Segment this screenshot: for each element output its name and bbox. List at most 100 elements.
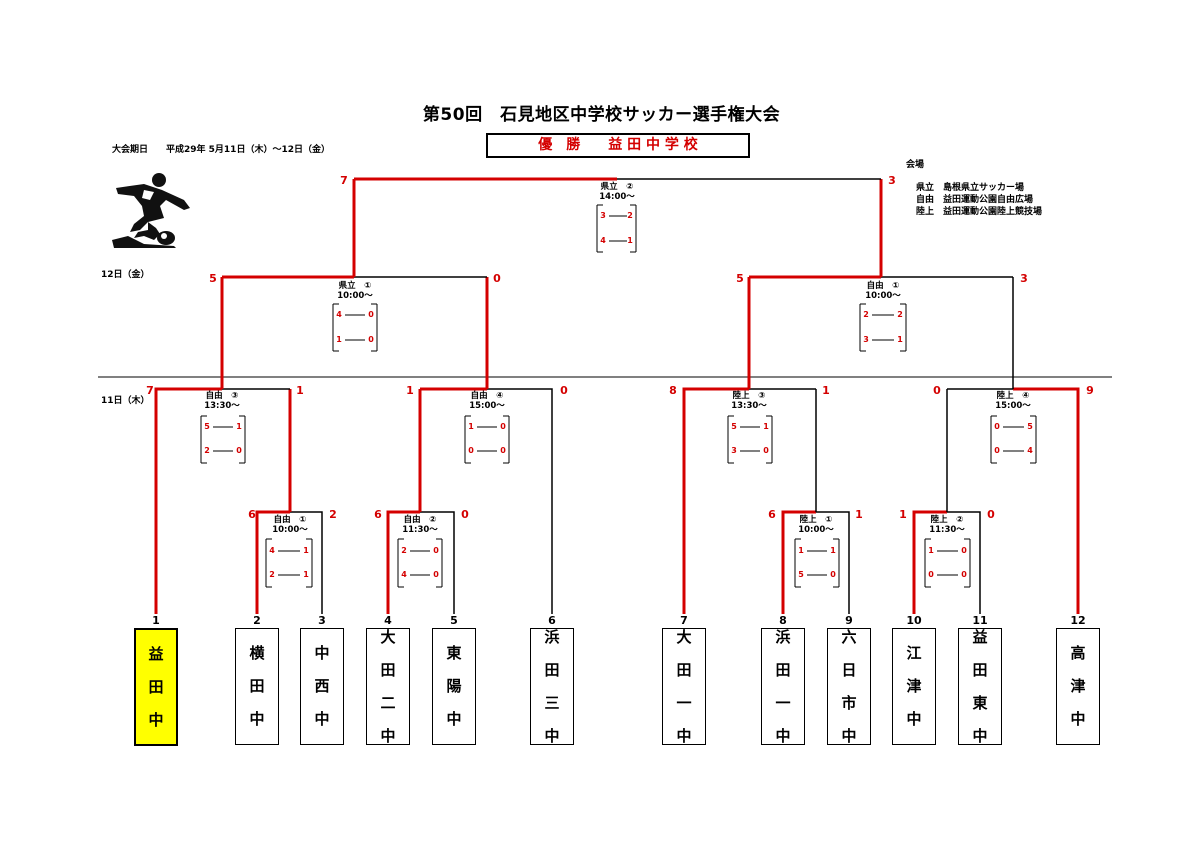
team-name-char: 中 bbox=[314, 644, 330, 662]
team-name-char: 田 bbox=[676, 660, 692, 679]
team-name-char: 三 bbox=[544, 693, 560, 712]
final-h2-right: 1 bbox=[627, 236, 633, 245]
venue-name: 益田運動公園自由広場 bbox=[943, 195, 1034, 205]
sfb-h2-right: 1 bbox=[897, 335, 903, 344]
r1a-h2-left: 2 bbox=[269, 570, 275, 579]
team-name-char: 中 bbox=[841, 726, 857, 745]
r1a-h2-right: 1 bbox=[303, 570, 309, 579]
team-seed: 6 bbox=[548, 614, 556, 627]
qfa-right-total: 1 bbox=[296, 384, 304, 397]
sfb-time: 10:00～ bbox=[865, 291, 901, 301]
team-name-char: 田 bbox=[544, 660, 560, 679]
r1d-h1-right: 0 bbox=[961, 546, 967, 555]
team-name-char: 中 bbox=[676, 726, 692, 745]
r1c-time: 10:00～ bbox=[798, 525, 834, 535]
qfc-venue: 陸上 ③ bbox=[732, 391, 766, 401]
venue-abbr: 陸上 bbox=[916, 207, 935, 217]
team-seed: 9 bbox=[845, 614, 853, 627]
sfa-h1-left: 4 bbox=[336, 310, 342, 319]
r1b-h1-right: 0 bbox=[433, 546, 439, 555]
qfd-h2-right: 4 bbox=[1027, 446, 1033, 455]
r1c-right-total: 1 bbox=[855, 508, 863, 521]
r1c-venue: 陸上 ① bbox=[799, 515, 833, 525]
qfa-h2-left: 2 bbox=[204, 446, 210, 455]
team-box: 浜田一中 bbox=[761, 628, 805, 745]
team-seed: 2 bbox=[253, 614, 261, 627]
team-name-char: 日 bbox=[841, 660, 857, 679]
final-h1-left: 3 bbox=[600, 211, 606, 220]
r1c-h1-right: 1 bbox=[830, 546, 836, 555]
sfa-h2-left: 1 bbox=[336, 335, 342, 344]
team-name-char: 津 bbox=[906, 677, 922, 695]
qfa-time: 13:30～ bbox=[204, 401, 240, 411]
r1d-venue: 陸上 ② bbox=[930, 515, 964, 525]
team-name-char: 益 bbox=[148, 644, 164, 663]
venue-name: 益田運動公園陸上競技場 bbox=[943, 207, 1043, 217]
r1b-score-frame bbox=[397, 538, 443, 588]
team-box: 中西中 bbox=[300, 628, 344, 745]
team-name-char: 横 bbox=[249, 644, 265, 662]
venue-item: 陸上 益田運動公園陸上競技場 bbox=[916, 206, 1042, 218]
team-name-char: 中 bbox=[380, 726, 396, 745]
team-name-char: 中 bbox=[446, 710, 462, 728]
team-seed: 12 bbox=[1070, 614, 1086, 627]
team-name-char: 江 bbox=[906, 644, 922, 662]
soccer-player-illustration bbox=[112, 173, 190, 248]
team-name-char: 中 bbox=[148, 710, 164, 729]
team-box: 東陽中 bbox=[432, 628, 476, 745]
page-title: 第50回 石見地区中学校サッカー選手権大会 bbox=[422, 105, 781, 125]
qfc-h1-right: 1 bbox=[763, 422, 769, 431]
sfb-h1-right: 2 bbox=[897, 310, 903, 319]
qfd-left-total: 0 bbox=[933, 384, 941, 397]
venue-list: 県立 島根県立サッカー場 自由 益田運動公園自由広場 陸上 益田運動公園陸上競技… bbox=[916, 182, 1042, 218]
qfa-venue: 自由 ③ bbox=[205, 391, 239, 401]
qfb-score-frame bbox=[464, 415, 510, 464]
qfc-h2-right: 0 bbox=[763, 446, 769, 455]
r1c-h2-left: 5 bbox=[798, 570, 804, 579]
team-name-char: 津 bbox=[1070, 677, 1086, 695]
qfa-score-frame bbox=[200, 415, 246, 464]
r1a-left-win-line bbox=[255, 510, 290, 614]
r1b-right-total: 0 bbox=[461, 508, 469, 521]
r1c-h2-right: 0 bbox=[830, 570, 836, 579]
qfd-h2-left: 0 bbox=[994, 446, 1000, 455]
team-box: 横田中 bbox=[235, 628, 279, 745]
venue-item: 県立 島根県立サッカー場 bbox=[916, 182, 1042, 194]
final-right-total: 3 bbox=[888, 174, 896, 187]
qfb-h2-right: 0 bbox=[500, 446, 506, 455]
team-name-char: 田 bbox=[380, 660, 396, 679]
r1d-score-frame bbox=[924, 538, 971, 588]
team-name-char: 田 bbox=[972, 660, 988, 679]
qfc-left-win-line bbox=[682, 387, 749, 614]
qfc-h2-left: 3 bbox=[731, 446, 737, 455]
tournament-dates: 大会期日 平成29年 5月11日（木）～12日（金） bbox=[112, 145, 330, 155]
venue-heading: 会場 bbox=[906, 160, 925, 170]
team-name-char: 一 bbox=[676, 693, 692, 712]
r1c-left-total: 6 bbox=[768, 508, 776, 521]
venue-abbr: 県立 bbox=[916, 183, 935, 193]
team-box: 益田東中 bbox=[958, 628, 1002, 745]
team-box: 高津中 bbox=[1056, 628, 1100, 745]
sfa-h1-right: 0 bbox=[368, 310, 374, 319]
r1b-venue: 自由 ② bbox=[403, 515, 437, 525]
team-name-char: 中 bbox=[972, 726, 988, 745]
champion-team: 益 田 中 学 校 bbox=[608, 137, 698, 153]
team-name-char: 中 bbox=[1070, 710, 1086, 728]
team-name-char: 中 bbox=[249, 710, 265, 728]
r1a-score-frame bbox=[265, 538, 313, 588]
team-name-char: 東 bbox=[446, 644, 462, 662]
team-seed: 3 bbox=[318, 614, 326, 627]
venue-abbr: 自由 bbox=[916, 195, 935, 205]
r1d-right-line bbox=[947, 511, 981, 614]
qfd-venue: 陸上 ④ bbox=[996, 391, 1030, 401]
team-box: 大田二中 bbox=[366, 628, 410, 745]
qfd-h1-left: 0 bbox=[994, 422, 1000, 431]
final-left-total: 7 bbox=[340, 174, 348, 187]
